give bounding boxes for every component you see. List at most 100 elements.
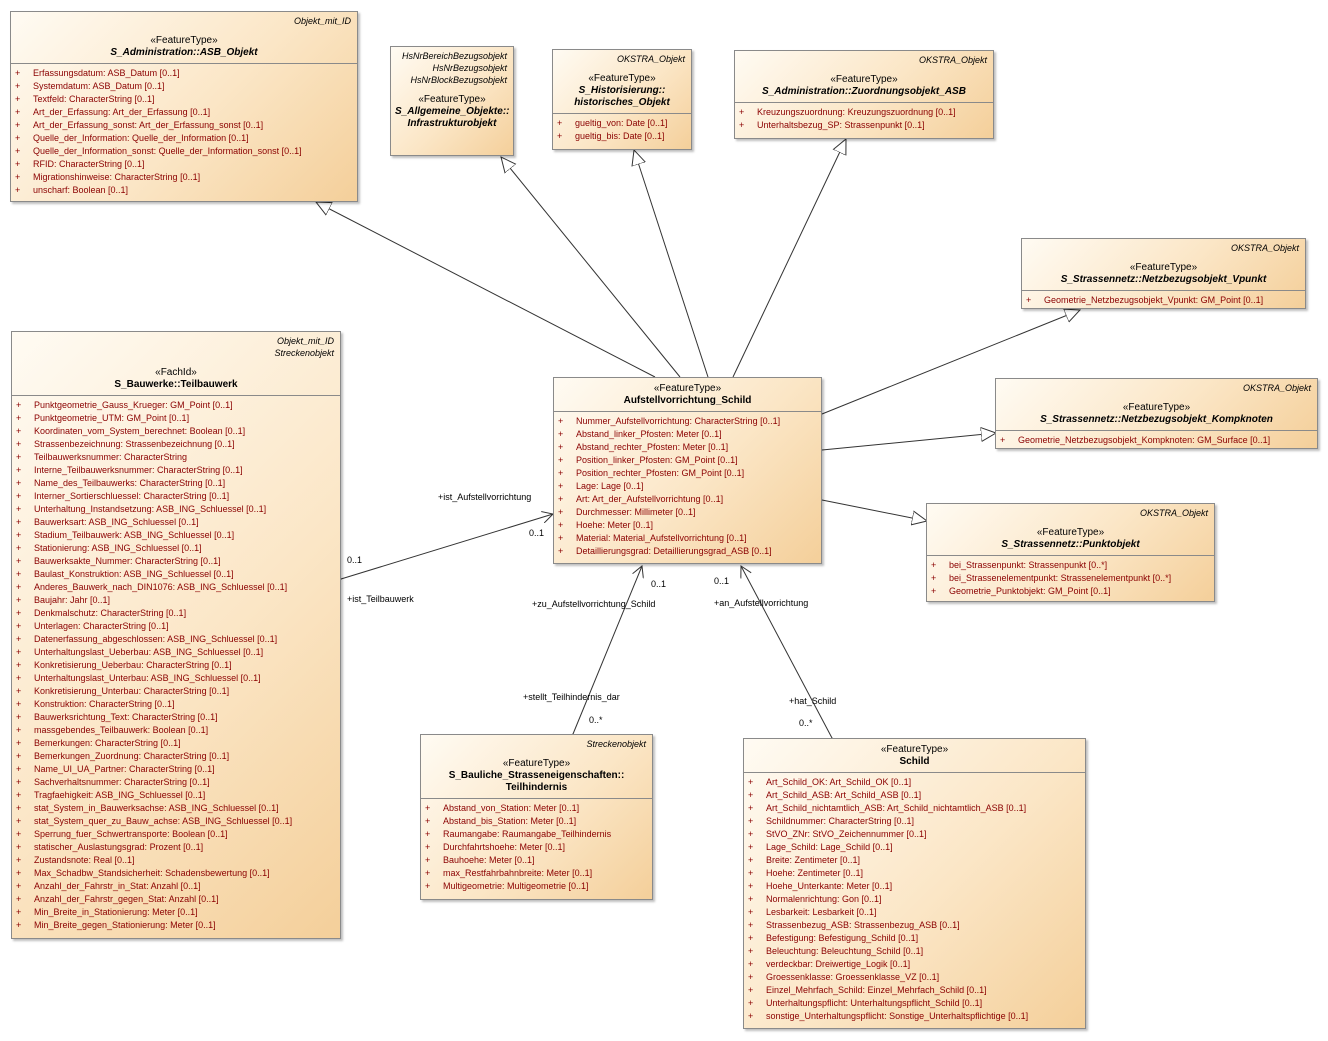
class-attribute[interactable]: +Geometrie_Punktobjekt: GM_Point [0..1] <box>931 585 1210 598</box>
class-attribute[interactable]: +Systemdatum: ASB_Datum [0..1] <box>15 80 353 93</box>
class-attribute[interactable]: +sonstige_Unterhaltungspflicht: Sonstige… <box>748 1010 1081 1023</box>
class-attribute[interactable]: +Art_der_Erfassung_sonst: Art_der_Erfass… <box>15 119 353 132</box>
class-attribute[interactable]: +Konkretisierung_Unterbau: CharacterStri… <box>16 685 336 698</box>
class-teilhindernis[interactable]: Streckenobjekt«FeatureType»S_Bauliche_St… <box>420 734 653 900</box>
class-attribute[interactable]: +Konstruktion: CharacterString [0..1] <box>16 698 336 711</box>
class-attribute[interactable]: +Art_Schild_OK: Art_Schild_OK [0..1] <box>748 776 1081 789</box>
class-attribute[interactable]: +Abstand_rechter_Pfosten: Meter [0..1] <box>558 441 817 454</box>
class-attribute[interactable]: +statischer_Auslastungsgrad: Prozent [0.… <box>16 841 336 854</box>
class-attribute[interactable]: +Unterhaltsbezug_SP: Strassenpunkt [0..1… <box>739 119 989 132</box>
class-attribute[interactable]: +Beleuchtung: Beleuchtung_Schild [0..1] <box>748 945 1081 958</box>
class-attribute[interactable]: +Kreuzungszuordnung: Kreuzungszuordnung … <box>739 106 989 119</box>
class-netzbezugsobjekt-kompknoten[interactable]: OKSTRA_Objekt«FeatureType»S_Strassennetz… <box>995 378 1318 449</box>
class-attribute[interactable]: +bei_Strassenelementpunkt: Strasseneleme… <box>931 572 1210 585</box>
class-attribute[interactable]: +Tragfaehigkeit: ASB_ING_Schluessel [0..… <box>16 789 336 802</box>
class-attribute[interactable]: +Unterhaltungspflicht: Unterhaltungspfli… <box>748 997 1081 1010</box>
class-attribute[interactable]: +Anzahl_der_Fahrstr_gegen_Stat: Anzahl [… <box>16 893 336 906</box>
class-attribute[interactable]: +Geometrie_Netzbezugsobjekt_Vpunkt: GM_P… <box>1026 294 1301 307</box>
class-attribute[interactable]: +Abstand_von_Station: Meter [0..1] <box>425 802 648 815</box>
class-attribute[interactable]: +Unterhaltungslast_Unterbau: ASB_ING_Sch… <box>16 672 336 685</box>
class-attribute[interactable]: +Bauwerksart: ASB_ING_Schluessel [0..1] <box>16 516 336 529</box>
class-attribute[interactable]: +Bauwerksakte_Nummer: CharacterString [0… <box>16 555 336 568</box>
class-netzbezugsobjekt-vpunkt[interactable]: OKSTRA_Objekt«FeatureType»S_Strassennetz… <box>1021 238 1306 309</box>
class-attribute[interactable]: +Art_Schild_ASB: Art_Schild_ASB [0..1] <box>748 789 1081 802</box>
class-attribute[interactable]: +Durchfahrtshoehe: Meter [0..1] <box>425 841 648 854</box>
class-attribute[interactable]: +Groessenklasse: Groessenklasse_VZ [0..1… <box>748 971 1081 984</box>
class-attribute[interactable]: +Konkretisierung_Ueberbau: CharacterStri… <box>16 659 336 672</box>
class-attribute[interactable]: +Baujahr: Jahr [0..1] <box>16 594 336 607</box>
class-attribute[interactable]: +Punktgeometrie_UTM: GM_Point [0..1] <box>16 412 336 425</box>
class-attribute[interactable]: +Position_rechter_Pfosten: GM_Point [0..… <box>558 467 817 480</box>
class-attribute[interactable]: +gueltig_von: Date [0..1] <box>557 117 687 130</box>
class-attribute[interactable]: +bei_Strassenpunkt: Strassenpunkt [0..*] <box>931 559 1210 572</box>
class-attribute[interactable]: +Teilbauwerksnummer: CharacterString <box>16 451 336 464</box>
class-attribute[interactable]: +Befestigung: Befestigung_Schild [0..1] <box>748 932 1081 945</box>
class-attribute[interactable]: +Normalenrichtung: Gon [0..1] <box>748 893 1081 906</box>
class-attribute[interactable]: +Min_Breite_gegen_Stationierung: Meter [… <box>16 919 336 932</box>
class-attribute[interactable]: +Name_UI_UA_Partner: CharacterString [0.… <box>16 763 336 776</box>
class-attribute[interactable]: +Strassenbezeichnung: Strassenbezeichnun… <box>16 438 336 451</box>
class-attribute[interactable]: +Datenerfassung_abgeschlossen: ASB_ING_S… <box>16 633 336 646</box>
class-attribute[interactable]: +Hoehe: Meter [0..1] <box>558 519 817 532</box>
class-zuordnungsobjekt-asb[interactable]: OKSTRA_Objekt«FeatureType»S_Administrati… <box>734 50 994 139</box>
class-attribute[interactable]: +Multigeometrie: Multigeometrie [0..1] <box>425 880 648 893</box>
class-historisches-objekt[interactable]: OKSTRA_Objekt«FeatureType»S_Historisieru… <box>552 49 692 150</box>
class-punktobjekt[interactable]: OKSTRA_Objekt«FeatureType»S_Strassennetz… <box>926 503 1215 602</box>
class-attribute[interactable]: +Abstand_linker_Pfosten: Meter [0..1] <box>558 428 817 441</box>
class-attribute[interactable]: +Lesbarkeit: Lesbarkeit [0..1] <box>748 906 1081 919</box>
class-attribute[interactable]: +Hoehe_Unterkante: Meter [0..1] <box>748 880 1081 893</box>
class-attribute[interactable]: +unscharf: Boolean [0..1] <box>15 184 353 197</box>
class-attribute[interactable]: +Durchmesser: Millimeter [0..1] <box>558 506 817 519</box>
class-attribute[interactable]: +Einzel_Mehrfach_Schild: Einzel_Mehrfach… <box>748 984 1081 997</box>
class-attribute[interactable]: +Min_Breite_in_Stationierung: Meter [0..… <box>16 906 336 919</box>
class-attribute[interactable]: +Hoehe: Zentimeter [0..1] <box>748 867 1081 880</box>
class-attribute[interactable]: +gueltig_bis: Date [0..1] <box>557 130 687 143</box>
class-attribute[interactable]: +stat_System_in_Bauwerksachse: ASB_ING_S… <box>16 802 336 815</box>
class-attribute[interactable]: +Quelle_der_Information: Quelle_der_Info… <box>15 132 353 145</box>
class-schild[interactable]: «FeatureType»Schild+Art_Schild_OK: Art_S… <box>743 738 1086 1029</box>
class-attribute[interactable]: +Unterlagen: CharacterString [0..1] <box>16 620 336 633</box>
class-attribute[interactable]: +Quelle_der_Information_sonst: Quelle_de… <box>15 145 353 158</box>
class-attribute[interactable]: +Abstand_bis_Station: Meter [0..1] <box>425 815 648 828</box>
class-attribute[interactable]: +Stationierung: ASB_ING_Schluessel [0..1… <box>16 542 336 555</box>
class-attribute[interactable]: +Stadium_Teilbauwerk: ASB_ING_Schluessel… <box>16 529 336 542</box>
class-attribute[interactable]: +Baulast_Konstruktion: ASB_ING_Schluesse… <box>16 568 336 581</box>
class-attribute[interactable]: +Schildnummer: CharacterString [0..1] <box>748 815 1081 828</box>
class-attribute[interactable]: +Art_Schild_nichtamtlich_ASB: Art_Schild… <box>748 802 1081 815</box>
class-attribute[interactable]: +RFID: CharacterString [0..1] <box>15 158 353 171</box>
class-attribute[interactable]: +Sachverhaltsnummer: CharacterString [0.… <box>16 776 336 789</box>
class-attribute[interactable]: +Material: Material_Aufstellvorrichtung … <box>558 532 817 545</box>
class-attribute[interactable]: +Erfassungsdatum: ASB_Datum [0..1] <box>15 67 353 80</box>
class-attribute[interactable]: +Nummer_Aufstellvorrichtung: CharacterSt… <box>558 415 817 428</box>
class-attribute[interactable]: +Unterhaltungslast_Ueberbau: ASB_ING_Sch… <box>16 646 336 659</box>
class-attribute[interactable]: +Position_linker_Pfosten: GM_Point [0..1… <box>558 454 817 467</box>
class-attribute[interactable]: +Art_der_Erfassung: Art_der_Erfassung [0… <box>15 106 353 119</box>
class-attribute[interactable]: +StVO_ZNr: StVO_Zeichennummer [0..1] <box>748 828 1081 841</box>
class-attribute[interactable]: +stat_System_quer_zu_Bauw_achse: ASB_ING… <box>16 815 336 828</box>
class-attribute[interactable]: +Interner_Sortierschluessel: CharacterSt… <box>16 490 336 503</box>
class-attribute[interactable]: +massgebendes_Teilbauwerk: Boolean [0..1… <box>16 724 336 737</box>
class-attribute[interactable]: +Interne_Teilbauwerksnummer: CharacterSt… <box>16 464 336 477</box>
class-attribute[interactable]: +Bauhoehe: Meter [0..1] <box>425 854 648 867</box>
class-attribute[interactable]: +Zustandsnote: Real [0..1] <box>16 854 336 867</box>
class-asb-objekt[interactable]: Objekt_mit_ID«FeatureType»S_Administrati… <box>10 11 358 202</box>
class-aufstellvorrichtung-schild[interactable]: «FeatureType»Aufstellvorrichtung_Schild+… <box>553 377 822 564</box>
class-attribute[interactable]: +Art: Art_der_Aufstellvorrichtung [0..1] <box>558 493 817 506</box>
class-attribute[interactable]: +Lage: Lage [0..1] <box>558 480 817 493</box>
class-attribute[interactable]: +Punktgeometrie_Gauss_Krueger: GM_Point … <box>16 399 336 412</box>
class-attribute[interactable]: +Migrationshinweise: CharacterString [0.… <box>15 171 353 184</box>
class-attribute[interactable]: +Raumangabe: Raumangabe_Teilhindernis <box>425 828 648 841</box>
class-attribute[interactable]: +verdeckbar: Dreiwertige_Logik [0..1] <box>748 958 1081 971</box>
class-attribute[interactable]: +Textfeld: CharacterString [0..1] <box>15 93 353 106</box>
class-attribute[interactable]: +Anderes_Bauwerk_nach_DIN1076: ASB_ING_S… <box>16 581 336 594</box>
class-attribute[interactable]: +Name_des_Teilbauwerks: CharacterString … <box>16 477 336 490</box>
class-attribute[interactable]: +Sperrung_fuer_Schwertransporte: Boolean… <box>16 828 336 841</box>
class-attribute[interactable]: +Denkmalschutz: CharacterString [0..1] <box>16 607 336 620</box>
class-attribute[interactable]: +Anzahl_der_Fahrstr_in_Stat: Anzahl [0..… <box>16 880 336 893</box>
class-attribute[interactable]: +Strassenbezug_ASB: Strassenbezug_ASB [0… <box>748 919 1081 932</box>
class-attribute[interactable]: +Bemerkungen_Zuordnung: CharacterString … <box>16 750 336 763</box>
class-attribute[interactable]: +max_Restfahrbahnbreite: Meter [0..1] <box>425 867 648 880</box>
class-attribute[interactable]: +Lage_Schild: Lage_Schild [0..1] <box>748 841 1081 854</box>
class-attribute[interactable]: +Bauwerksrichtung_Text: CharacterString … <box>16 711 336 724</box>
